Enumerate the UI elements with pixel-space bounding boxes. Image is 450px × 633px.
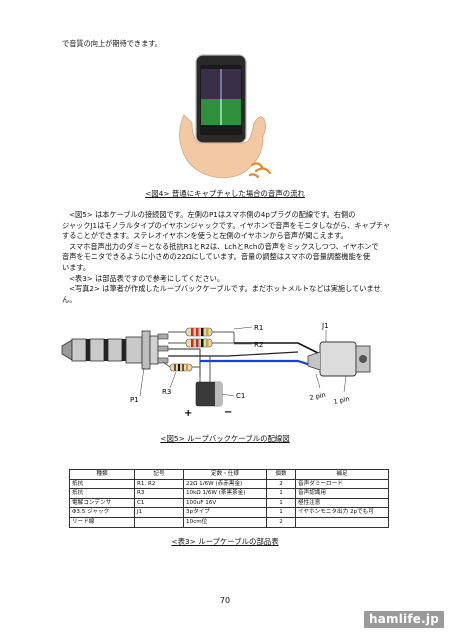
- table-row: リード線 10cm位 2: [69, 516, 389, 528]
- body-line: <表3> は部品表ですので参考にしてください。: [69, 273, 225, 283]
- table-row: 抵抗 R1, R2 22Ω 1/6W (赤赤黒金) 2 音声ダミーロード: [69, 478, 389, 490]
- cell-qty: 1: [266, 507, 296, 518]
- cell-note: イヤホンモニタ出力 2pでも可: [295, 507, 389, 518]
- cell-qty: 2: [266, 516, 296, 528]
- cell-spec: 22Ω 1/6W (赤赤黒金): [183, 478, 267, 490]
- header-type: 種類: [69, 469, 135, 480]
- label-plus: +: [184, 408, 192, 419]
- resistor-r3: [169, 363, 193, 372]
- cell-type: 抵抗: [69, 488, 135, 499]
- cell-type: Φ3.5 ジャック: [69, 507, 135, 518]
- body-line: スマホ音声出力のダミーとなる抵抗R1とR2は、LchとRchの音声をミックスしつ…: [69, 241, 379, 251]
- plug-tip: [61, 339, 73, 361]
- cell-qty: 2: [266, 478, 296, 490]
- table-header-row: 種類 記号 定数・仕様 個数 補足: [69, 469, 389, 480]
- figure5-caption: <図5> ループバックケーブルの配線図: [160, 434, 290, 443]
- label-1pin: 1 pin: [333, 395, 351, 406]
- cell-symbol: J1: [134, 507, 184, 518]
- body-line: ジャックJ1はモノラルタイプのイヤホンジャックです。イヤホンで音声をモニタしなが…: [62, 220, 391, 230]
- cell-qty: 1: [266, 488, 296, 499]
- cell-type: 抵抗: [69, 478, 135, 490]
- body-line: することができます。ステレオイヤホンを使うと左側のイヤホンから音声が聞こえます。: [62, 231, 348, 241]
- page-number: 70: [219, 596, 231, 605]
- intro-line: で音質の向上が期待できます。: [62, 39, 162, 48]
- cell-spec: 10cm位: [183, 516, 267, 528]
- sound-arrow-icon: [248, 162, 272, 179]
- cell-note: [295, 516, 389, 528]
- cell-qty: 1: [266, 497, 296, 509]
- label-c1: C1: [236, 392, 245, 400]
- cell-note: 音声認識用: [295, 488, 389, 499]
- cell-symbol: R1, R2: [134, 478, 184, 490]
- parts-table: 種類 記号 定数・仕様 個数 補足 抵抗 R1, R2 22Ω 1/6W (赤赤…: [69, 469, 389, 528]
- cell-note: 音声ダミーロード: [295, 478, 389, 490]
- table-row: 抵抗 R3 10kΩ 1/6W (茶黒茶金) 1 音声認識用: [69, 488, 389, 499]
- header-note: 補足: [295, 469, 389, 480]
- hand: [179, 114, 264, 179]
- body-line: 音声をモニタできるように小さめの22Ωにしています。音量の調整はスマホの音量調整…: [62, 252, 371, 262]
- cell-symbol: C1: [134, 497, 184, 509]
- cell-type: リード線: [69, 516, 135, 528]
- label-minus: −: [224, 407, 232, 418]
- body-line: <図5> は本ケーブルの接続図です。左側のP1はスマホ側の4pプラグの配線です。…: [69, 210, 356, 219]
- body-line: います。: [62, 262, 91, 272]
- label-r2: R2: [254, 341, 263, 349]
- watermark-logo: hamlife.jp: [364, 611, 444, 628]
- cell-note: 極性注意: [295, 497, 389, 509]
- cell-spec: 3pタイプ: [183, 507, 267, 518]
- cell-symbol: [134, 516, 184, 528]
- body-line: <写真2> は筆者が作成したループバックケーブルです。まだホットメルトなどは実施…: [69, 284, 381, 294]
- label-j1: J1: [321, 322, 329, 330]
- body-line: ん。: [62, 294, 77, 304]
- jack-j1: [319, 341, 357, 377]
- label-2pin: 2 pin: [309, 391, 327, 402]
- label-p1: P1: [130, 396, 139, 404]
- figure5-wiring-diagram: R1 R2 R3 C1 J1 P1 + − 2 pin 1 pin: [61, 322, 371, 419]
- cell-symbol: R3: [134, 488, 184, 499]
- table-row: 電解コンデンサ C1 100uF 16V 1 極性注意: [69, 497, 389, 509]
- blue-wire: [200, 359, 321, 370]
- header-spec: 定数・仕様: [183, 469, 267, 480]
- cell-type: 電解コンデンサ: [69, 497, 135, 509]
- table3-caption: <表3> ループケーブルの部品表: [171, 537, 279, 546]
- table-row: Φ3.5 ジャック J1 3pタイプ 1 イヤホンモニタ出力 2pでも可: [69, 507, 389, 518]
- header-symbol: 記号: [134, 469, 184, 480]
- cell-spec: 10kΩ 1/6W (茶黒茶金): [183, 488, 267, 499]
- label-r1: R1: [254, 324, 263, 332]
- label-r3: R3: [162, 388, 171, 396]
- figure4-caption: <図4> 普通にキャプチャした場合の音声の流れ: [145, 189, 305, 198]
- figure4-photo: [179, 54, 272, 179]
- body-text: <図5> は本ケーブルの接続図です。左側のP1はスマホ側の4pプラグの配線です。…: [62, 210, 392, 305]
- header-qty: 個数: [266, 469, 296, 480]
- cell-spec: 100uF 16V: [183, 497, 267, 509]
